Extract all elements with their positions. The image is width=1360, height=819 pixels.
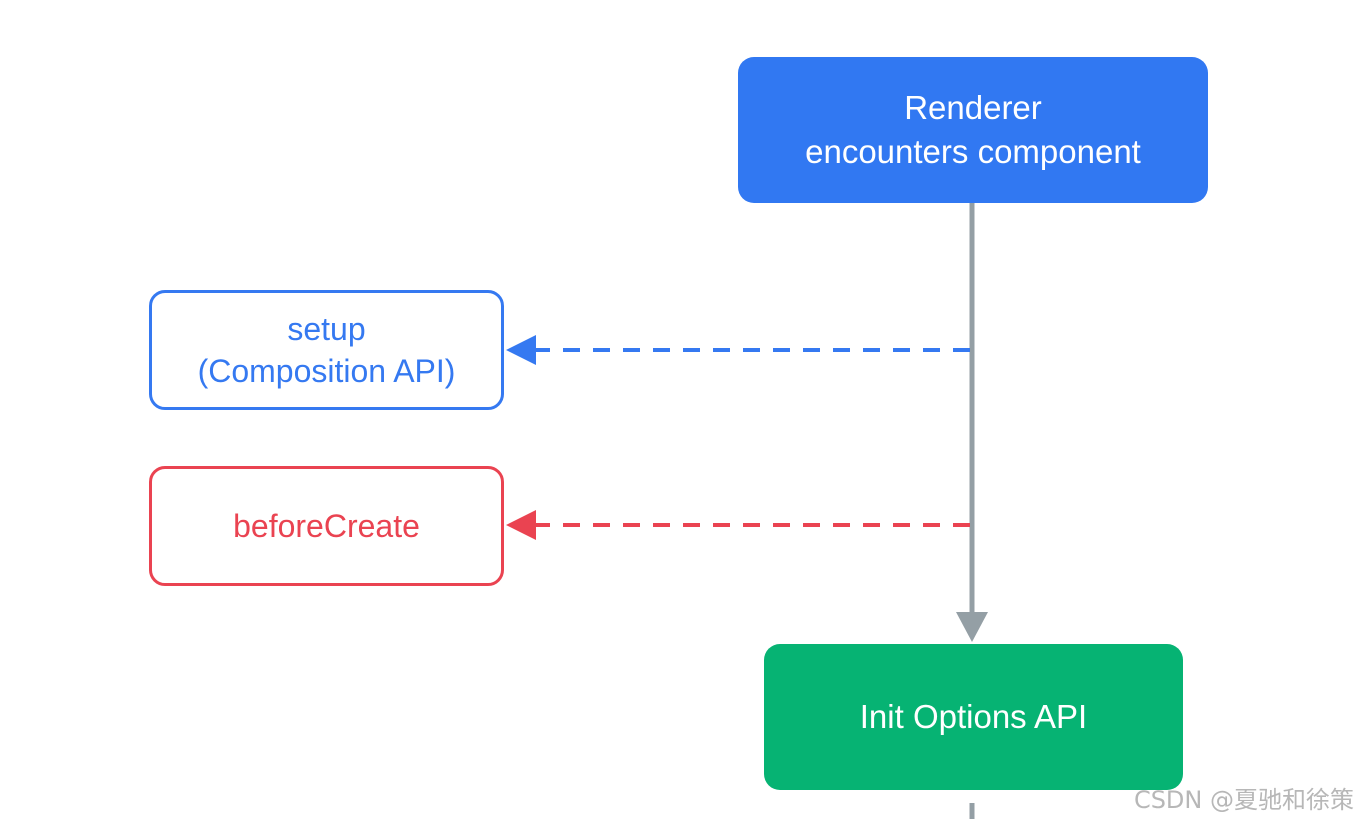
before-create-arrowhead [506,510,536,540]
renderer-label-line-1: Renderer [904,89,1042,127]
init-options-node: Init Options API [764,644,1183,790]
renderer-node: Renderer encounters component [738,57,1208,203]
watermark: CSDN @夏驰和徐策 [1133,786,1354,814]
before-create-label: beforeCreate [233,507,420,544]
setup-node: setup (Composition API) [149,290,504,410]
setup-label-line-2: (Composition API) [197,353,456,389]
before-create-node: beforeCreate [149,466,504,586]
renderer-label-line-2: encounters component [805,133,1141,170]
init-options-label: Init Options API [859,698,1088,736]
setup-label-line-1: setup [287,310,366,347]
setup-arrowhead [506,335,536,365]
init-arrowhead [956,612,988,642]
